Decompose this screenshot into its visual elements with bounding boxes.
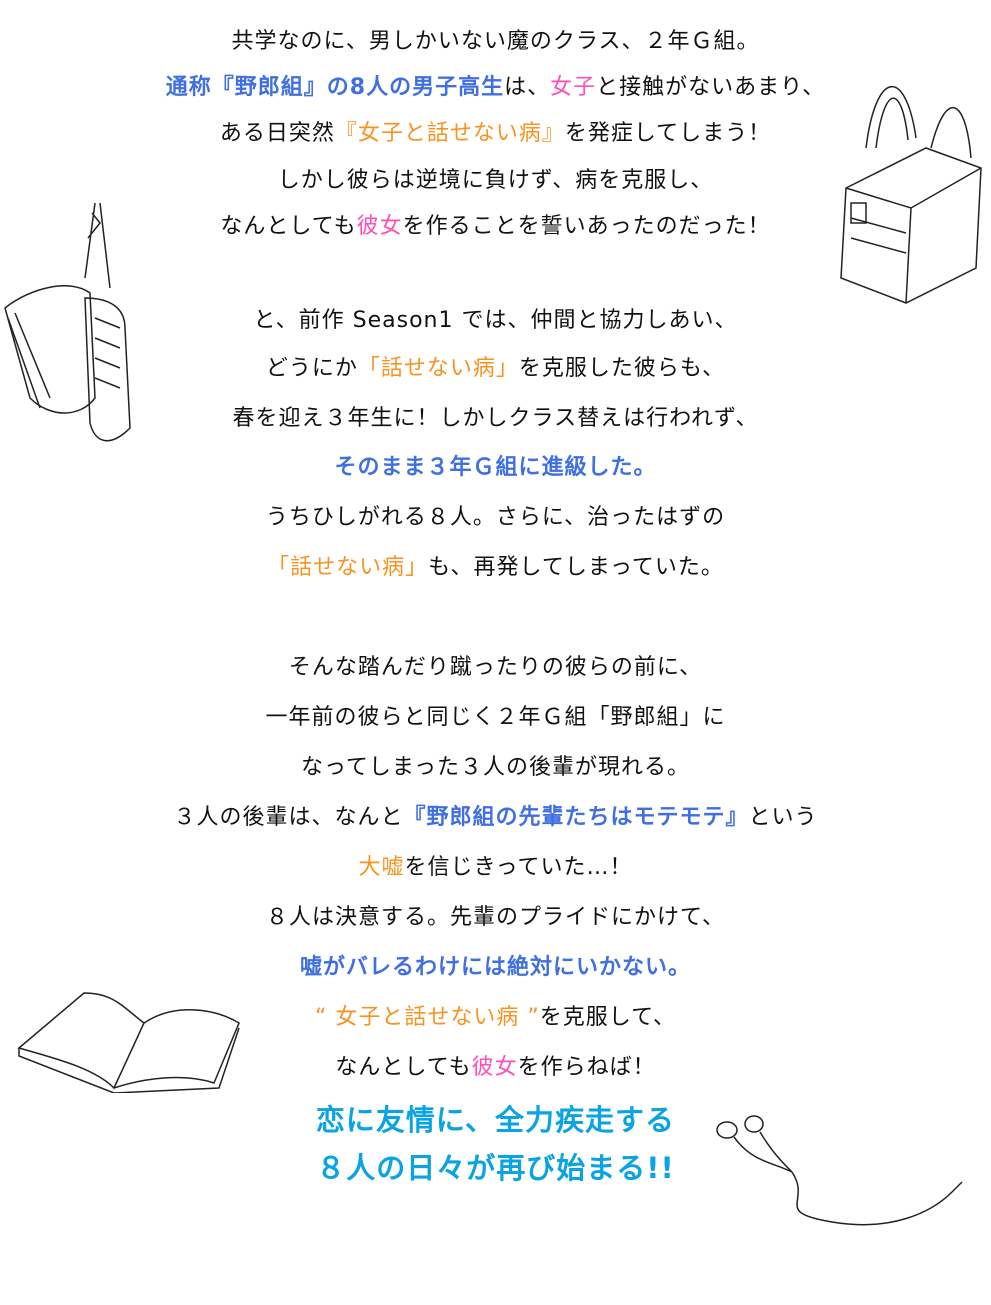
- story-line: そのまま３年Ｇ組に進級した。: [0, 453, 991, 483]
- story-line: ある日突然『女子と話せない病』を発症してしまう！: [0, 119, 991, 149]
- story-line: なってしまった３人の後輩が現れる。: [0, 753, 991, 783]
- text-segment: 共学なのに、男しかいない魔のクラス、２年Ｇ組。: [231, 29, 760, 54]
- text-segment: も、再発してしまっていた。: [428, 555, 724, 580]
- story-line: 一年前の彼らと同じく２年Ｇ組「野郎組」に: [0, 703, 991, 733]
- story-line: ３人の後輩は、なんと『野郎組の先輩たちはモテモテ』という: [0, 803, 991, 833]
- text-segment: ８人は決意する。先輩のプライドにかけて、: [266, 905, 725, 930]
- text-segment: そのまま３年Ｇ組に進級した。: [334, 455, 657, 480]
- text-segment: 恋に友情に、全力疾走する: [315, 1103, 676, 1137]
- text-segment: 女子: [550, 75, 597, 100]
- text-segment: 通称『野郎組』の8人の男子高生: [165, 75, 505, 100]
- text-segment: を作ることを誓いあったのだった！: [402, 214, 771, 239]
- text-segment: 「話せない病」: [357, 356, 519, 381]
- text-segment: を克服した彼らも、: [518, 356, 726, 381]
- story-line: うちひしがれる８人。さらに、治ったはずの: [0, 503, 991, 533]
- story-line: 春を迎え３年生に！しかしクラス替えは行われず、: [0, 404, 991, 434]
- story-line: なんとしても彼女を作らねば！: [0, 1053, 991, 1083]
- text-segment: 『野郎組の先輩たちはモテモテ』: [403, 805, 749, 830]
- text-segment: 一年前の彼らと同じく２年Ｇ組「野郎組」に: [265, 705, 726, 730]
- text-segment: なんとしても: [220, 214, 357, 239]
- sneakers-illustration: [0, 198, 135, 448]
- text-segment: ある日突然: [219, 121, 335, 146]
- text-segment: どうにか: [265, 356, 358, 381]
- text-segment: を発症してしまう！: [564, 121, 772, 146]
- text-segment: “ 女子と話せない病 ”: [314, 1005, 540, 1030]
- text-segment: という: [748, 805, 818, 830]
- story-line: 嘘がバレるわけには絶対にいかない。: [0, 953, 991, 983]
- text-segment: しかし彼らは逆境に負けず、病を克服し、: [277, 168, 714, 193]
- story-line: どうにか「話せない病」を克服した彼らも、: [0, 354, 991, 384]
- story-line: なんとしても彼女を作ることを誓いあったのだった！: [0, 212, 991, 242]
- story-line: 共学なのに、男しかいない魔のクラス、２年Ｇ組。: [0, 27, 991, 57]
- text-segment: を作らねば！: [517, 1055, 656, 1080]
- story-line: 「話せない病」も、再発してしまっていた。: [0, 553, 991, 583]
- text-segment: なんとしても: [335, 1055, 472, 1080]
- story-line: 大嘘を信じきっていた…！: [0, 853, 991, 883]
- story-line: ８人は決意する。先輩のプライドにかけて、: [0, 903, 991, 933]
- text-segment: 彼女: [356, 214, 403, 239]
- story-line: “ 女子と話せない病 ”を克服して、: [0, 1003, 991, 1033]
- text-segment: を克服して、: [539, 1005, 677, 1030]
- text-segment: は、: [504, 75, 551, 100]
- text-segment: 嘘がバレるわけには絶対にいかない。: [299, 955, 691, 980]
- text-segment: 『女子と話せない病』: [334, 121, 565, 146]
- text-segment: ３人の後輩は、なんと: [173, 805, 404, 830]
- text-segment: そんな踏んだり蹴ったりの彼らの前に、: [288, 655, 703, 680]
- text-segment: を信じきっていた…！: [404, 855, 633, 880]
- text-segment: 春を迎え３年生に！しかしクラス替えは行われず、: [232, 406, 759, 431]
- earphones-illustration: [712, 1112, 967, 1237]
- text-segment: と接触がないあまり、: [596, 75, 826, 100]
- open-book-illustration: [14, 988, 246, 1093]
- story-line: しかし彼らは逆境に負けず、病を克服し、: [0, 166, 991, 196]
- story-line: 恋に友情に、全力疾走する: [0, 1101, 991, 1139]
- story-line: 通称『野郎組』の8人の男子高生は、女子と接触がないあまり、: [0, 73, 991, 103]
- text-segment: なってしまった３人の後輩が現れる。: [300, 755, 691, 780]
- text-segment: 彼女: [471, 1055, 518, 1080]
- school-bag-illustration: [836, 68, 986, 308]
- text-segment: 大嘘: [358, 855, 405, 880]
- text-segment: と、前作 Season1 では、仲間と協力しあい、: [253, 308, 738, 333]
- story-line: そんな踏んだり蹴ったりの彼らの前に、: [0, 653, 991, 683]
- story-line: ８人の日々が再び始まる!!: [0, 1149, 991, 1187]
- text-segment: 「話せない病」: [267, 555, 429, 580]
- story-line: と、前作 Season1 では、仲間と協力しあい、: [0, 306, 991, 336]
- text-segment: ８人の日々が再び始まる!!: [316, 1151, 675, 1185]
- text-segment: うちひしがれる８人。さらに、治ったはずの: [265, 505, 726, 530]
